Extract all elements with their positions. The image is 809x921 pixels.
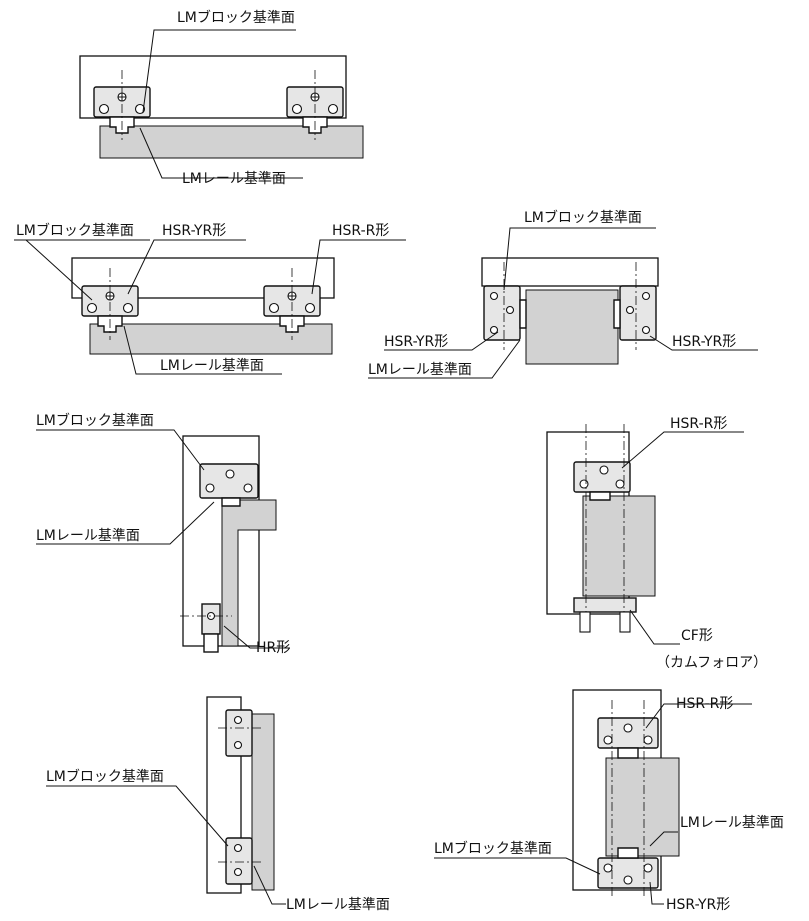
diagram-3 — [368, 227, 758, 379]
diagram-7 — [434, 689, 752, 905]
label-hsr-yr-3a: HSR-YR形 — [384, 334, 448, 350]
diagram-2 — [14, 239, 406, 375]
diagram-6 — [46, 696, 286, 905]
label-hsr-r-2: HSR-R形 — [332, 223, 389, 239]
diagram-1 — [79, 29, 364, 179]
label-lm-rail-ref-1: LMレール基準面 — [182, 170, 286, 187]
label-hsr-yr-2: HSR-YR形 — [162, 223, 226, 239]
label-cf-5: CF形 — [681, 628, 713, 644]
label-hsr-yr-3b: HSR-YR形 — [672, 334, 736, 350]
label-lm-rail-ref-3: LMレール基準面 — [368, 361, 472, 378]
diagram-4 — [36, 429, 290, 653]
label-hsr-r-7: HSR-R形 — [676, 696, 733, 712]
diagram-5 — [546, 424, 744, 645]
label-lm-block-ref-1: LMブロック基準面 — [177, 9, 295, 26]
label-hr-4: HR形 — [256, 640, 290, 656]
label-lm-rail-ref-2: LMレール基準面 — [160, 357, 264, 374]
label-cam-follower-5: （カムフォロア） — [656, 655, 767, 671]
label-hsr-r-5: HSR-R形 — [670, 416, 727, 432]
label-lm-block-ref-2: LMブロック基準面 — [16, 222, 134, 239]
label-lm-block-ref-3: LMブロック基準面 — [524, 209, 642, 226]
label-lm-block-ref-7: LMブロック基準面 — [434, 840, 552, 857]
label-lm-block-ref-6: LMブロック基準面 — [46, 768, 164, 785]
label-lm-rail-ref-6: LMレール基準面 — [286, 896, 390, 913]
label-lm-block-ref-4: LMブロック基準面 — [36, 412, 154, 429]
label-lm-rail-ref-4: LMレール基準面 — [36, 527, 140, 544]
label-lm-rail-ref-7: LMレール基準面 — [680, 814, 784, 831]
label-hsr-yr-7: HSR-YR形 — [666, 897, 730, 913]
